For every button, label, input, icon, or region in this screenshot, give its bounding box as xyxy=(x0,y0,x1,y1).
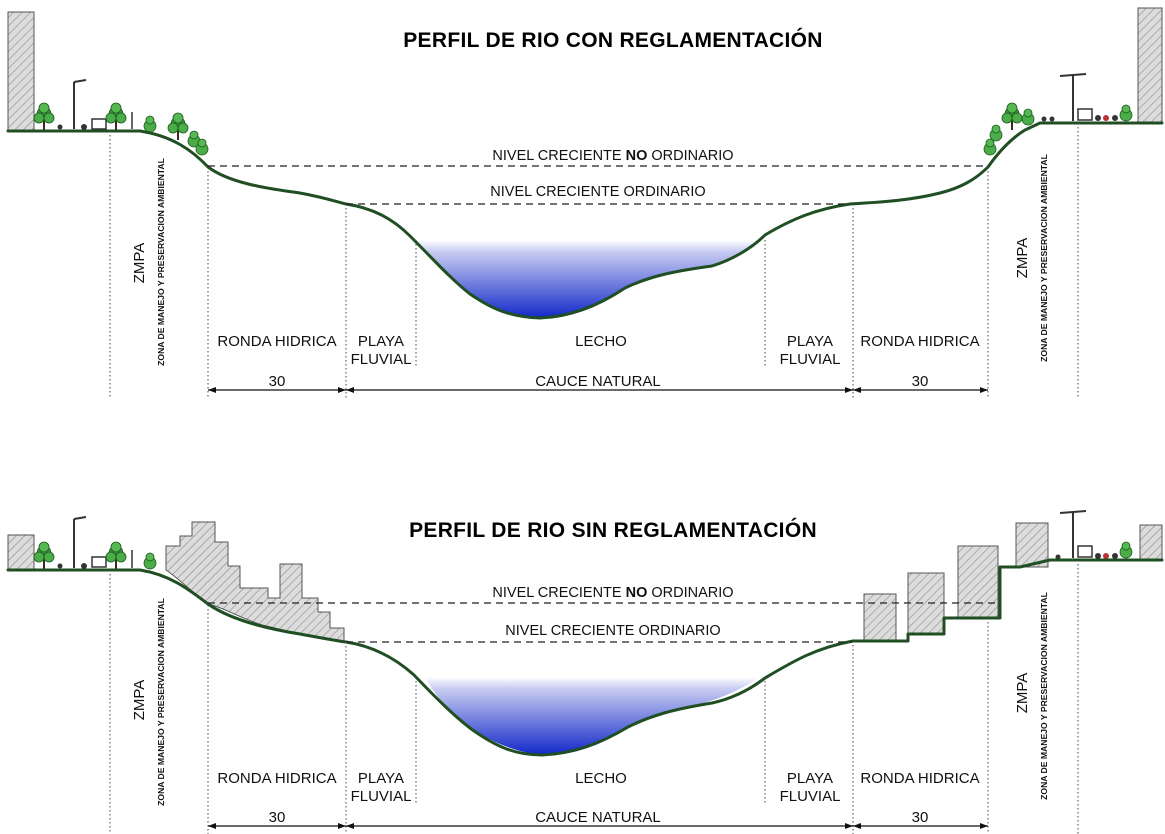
street-furniture-left xyxy=(33,516,157,570)
building xyxy=(7,534,35,570)
dimension-right: 30 xyxy=(912,373,929,390)
profile-with-regulation: PERFIL DE RIO CON REGLAMENTACIÓN xyxy=(6,7,1164,398)
zmpa-label-left: ZMPA xyxy=(131,243,148,284)
zona-label-left: ZONA DE MANEJO Y PRESERVACION AMBIENTAL xyxy=(156,158,166,366)
building xyxy=(1139,524,1163,560)
zone-ronda-left: RONDA HIDRICA xyxy=(217,770,336,787)
zone-playa-left-line1: PLAYA xyxy=(358,333,404,350)
dimension-lines xyxy=(208,387,988,393)
dimension-left: 30 xyxy=(269,373,286,390)
zone-boundaries xyxy=(109,560,1079,834)
dimension-center: CAUCE NATURAL xyxy=(535,809,661,826)
zone-ronda-right: RONDA HIDRICA xyxy=(860,770,979,787)
zone-ronda-right: RONDA HIDRICA xyxy=(860,333,979,350)
zmpa-label-right: ZMPA xyxy=(1014,238,1031,279)
building xyxy=(1137,7,1163,123)
zmpa-label-right: ZMPA xyxy=(1014,673,1031,714)
river-water xyxy=(416,240,760,319)
building xyxy=(7,11,35,131)
ordinary-water-level-label: NIVEL CRECIENTE ORDINARIO xyxy=(490,184,705,200)
dimension-left: 30 xyxy=(269,809,286,826)
zone-playa-left-line2: FLUVIAL xyxy=(351,351,412,368)
profile-title: PERFIL DE RIO SIN REGLAMENTACIÓN xyxy=(409,518,817,542)
dimension-center: CAUCE NATURAL xyxy=(535,373,661,390)
zone-playa-right-line1: PLAYA xyxy=(787,333,833,350)
zone-lecho: LECHO xyxy=(575,770,627,787)
street-furniture-right xyxy=(1041,73,1133,122)
building xyxy=(1015,522,1049,568)
zona-label-left: ZONA DE MANEJO Y PRESERVACION AMBIENTAL xyxy=(156,598,166,806)
zmpa-label-left: ZMPA xyxy=(131,680,148,721)
high-water-level-label: NIVEL CRECIENTE NO ORDINARIO xyxy=(492,148,733,164)
zone-playa-right-line1: PLAYA xyxy=(787,770,833,787)
street-furniture-left xyxy=(33,79,133,131)
terrain-profile xyxy=(6,121,1164,320)
zone-playa-right-line2: FLUVIAL xyxy=(780,788,841,805)
zone-boundaries xyxy=(109,123,1079,398)
river-water xyxy=(425,677,760,756)
zone-ronda-left: RONDA HIDRICA xyxy=(217,333,336,350)
profile-without-regulation: PERFIL DE RIO SIN REGLAMENTACIÓN xyxy=(6,510,1164,834)
building xyxy=(907,572,945,636)
street-furniture-right xyxy=(1055,510,1133,560)
dimension-right: 30 xyxy=(912,809,929,826)
zona-label-right: ZONA DE MANEJO Y PRESERVACION AMBIENTAL xyxy=(1039,154,1049,362)
dimension-lines xyxy=(208,823,988,829)
high-water-level-label: NIVEL CRECIENTE NO ORDINARIO xyxy=(492,585,733,601)
zone-playa-right-line2: FLUVIAL xyxy=(780,351,841,368)
ordinary-water-level-label: NIVEL CRECIENTE ORDINARIO xyxy=(505,623,720,639)
profile-title: PERFIL DE RIO CON REGLAMENTACIÓN xyxy=(403,28,823,52)
zone-lecho: LECHO xyxy=(575,333,627,350)
building xyxy=(863,593,897,641)
zone-playa-left-line2: FLUVIAL xyxy=(351,788,412,805)
zona-label-right: ZONA DE MANEJO Y PRESERVACION AMBIENTAL xyxy=(1039,592,1049,800)
building xyxy=(957,545,999,619)
zone-playa-left-line1: PLAYA xyxy=(358,770,404,787)
